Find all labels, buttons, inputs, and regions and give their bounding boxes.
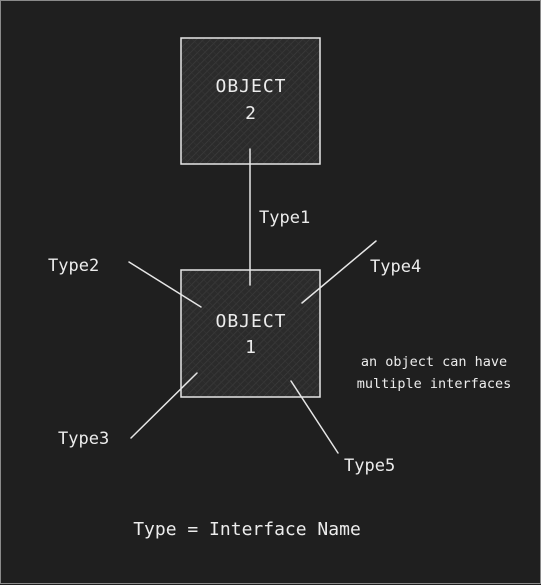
object-1-node[interactable]: OBJECT 1 bbox=[180, 269, 321, 398]
object-2-title: OBJECT bbox=[215, 76, 286, 97]
edge-type2 bbox=[128, 261, 202, 308]
object-1-title: OBJECT bbox=[215, 311, 286, 332]
label-type1: Type1 bbox=[259, 208, 310, 228]
note-line-1: an object can have bbox=[361, 354, 507, 370]
object-2-node[interactable]: OBJECT 2 bbox=[180, 37, 321, 165]
legend-text: Type = Interface Name bbox=[133, 519, 361, 540]
object-1-box bbox=[180, 269, 321, 398]
label-type4: Type4 bbox=[370, 257, 421, 277]
note-line-2: multiple interfaces bbox=[357, 376, 511, 392]
object-2-box bbox=[180, 37, 321, 165]
object-1-number: 1 bbox=[245, 337, 257, 358]
object-2-number: 2 bbox=[245, 103, 257, 124]
label-type2: Type2 bbox=[48, 256, 99, 276]
edge-type5 bbox=[290, 380, 339, 454]
edge-type3 bbox=[130, 372, 198, 439]
label-type5: Type5 bbox=[344, 456, 395, 476]
label-type3: Type3 bbox=[58, 429, 109, 449]
edge-type4 bbox=[301, 240, 377, 304]
